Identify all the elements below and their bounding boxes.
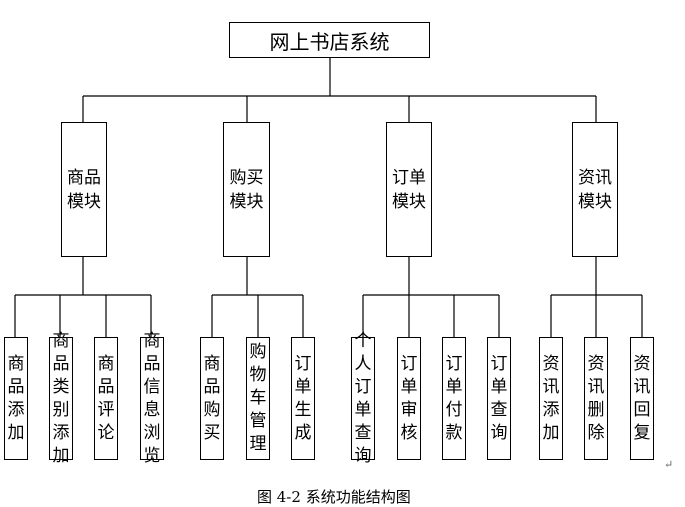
leaf-label: 订单 生成 xyxy=(294,353,312,443)
leaf-label: 商品 购买 xyxy=(203,353,221,443)
leaf-node: 商品 添加 xyxy=(4,337,28,460)
module-label: 资讯 模块 xyxy=(578,167,612,212)
leaf-node: 订单 生成 xyxy=(291,337,315,460)
leaf-label: 资讯 添加 xyxy=(542,353,560,443)
root-node-label: 网上书店系统 xyxy=(269,29,390,54)
module-node-order: 订单 模块 xyxy=(386,122,432,257)
leaf-node: 订单 付款 xyxy=(442,337,466,460)
leaf-label: 资讯 删除 xyxy=(587,353,605,443)
figure-caption: 图 4-2 系统功能结构图 xyxy=(257,488,411,506)
module-node-product: 商品 模块 xyxy=(61,122,107,257)
module-label: 订单 模块 xyxy=(392,167,426,212)
leaf-node: 订单 审核 xyxy=(397,337,421,460)
leaf-node: 资讯 回复 xyxy=(630,337,654,460)
leaf-label: 商品 评论 xyxy=(97,353,115,443)
leaf-node: 商品 购买 xyxy=(200,337,224,460)
module-label: 购买 模块 xyxy=(229,167,264,212)
leaf-label: 个人 订单 查询 xyxy=(354,330,372,466)
leaf-label: 购物 车管 理 xyxy=(249,342,267,454)
root-node: 网上书店系统 xyxy=(229,22,430,58)
leaf-label: 商品 信息 浏览 xyxy=(143,330,161,466)
leaf-node: 个人 订单 查询 xyxy=(351,331,375,466)
leaf-node: 商品 信息 浏览 xyxy=(140,331,164,466)
module-node-purchase: 购买 模块 xyxy=(223,122,270,257)
leaf-node: 资讯 添加 xyxy=(539,337,563,460)
leaf-label: 订单 付款 xyxy=(445,353,463,443)
leaf-label: 商品 类别 添加 xyxy=(52,330,70,466)
leaf-node: 资讯 删除 xyxy=(584,337,608,460)
paragraph-return-mark: ↵ xyxy=(664,458,674,471)
leaf-label: 商品 添加 xyxy=(7,353,25,443)
leaf-label: 资讯 回复 xyxy=(633,353,651,443)
leaf-node: 商品 类别 添加 xyxy=(49,331,73,466)
leaf-label: 订单 查询 xyxy=(490,353,508,443)
leaf-node: 订单 查询 xyxy=(487,337,511,460)
leaf-node: 购物 车管 理 xyxy=(246,337,270,460)
leaf-label: 订单 审核 xyxy=(400,353,418,443)
module-node-news: 资讯 模块 xyxy=(572,122,618,257)
leaf-node: 商品 评论 xyxy=(94,337,118,460)
module-label: 商品 模块 xyxy=(67,167,101,212)
